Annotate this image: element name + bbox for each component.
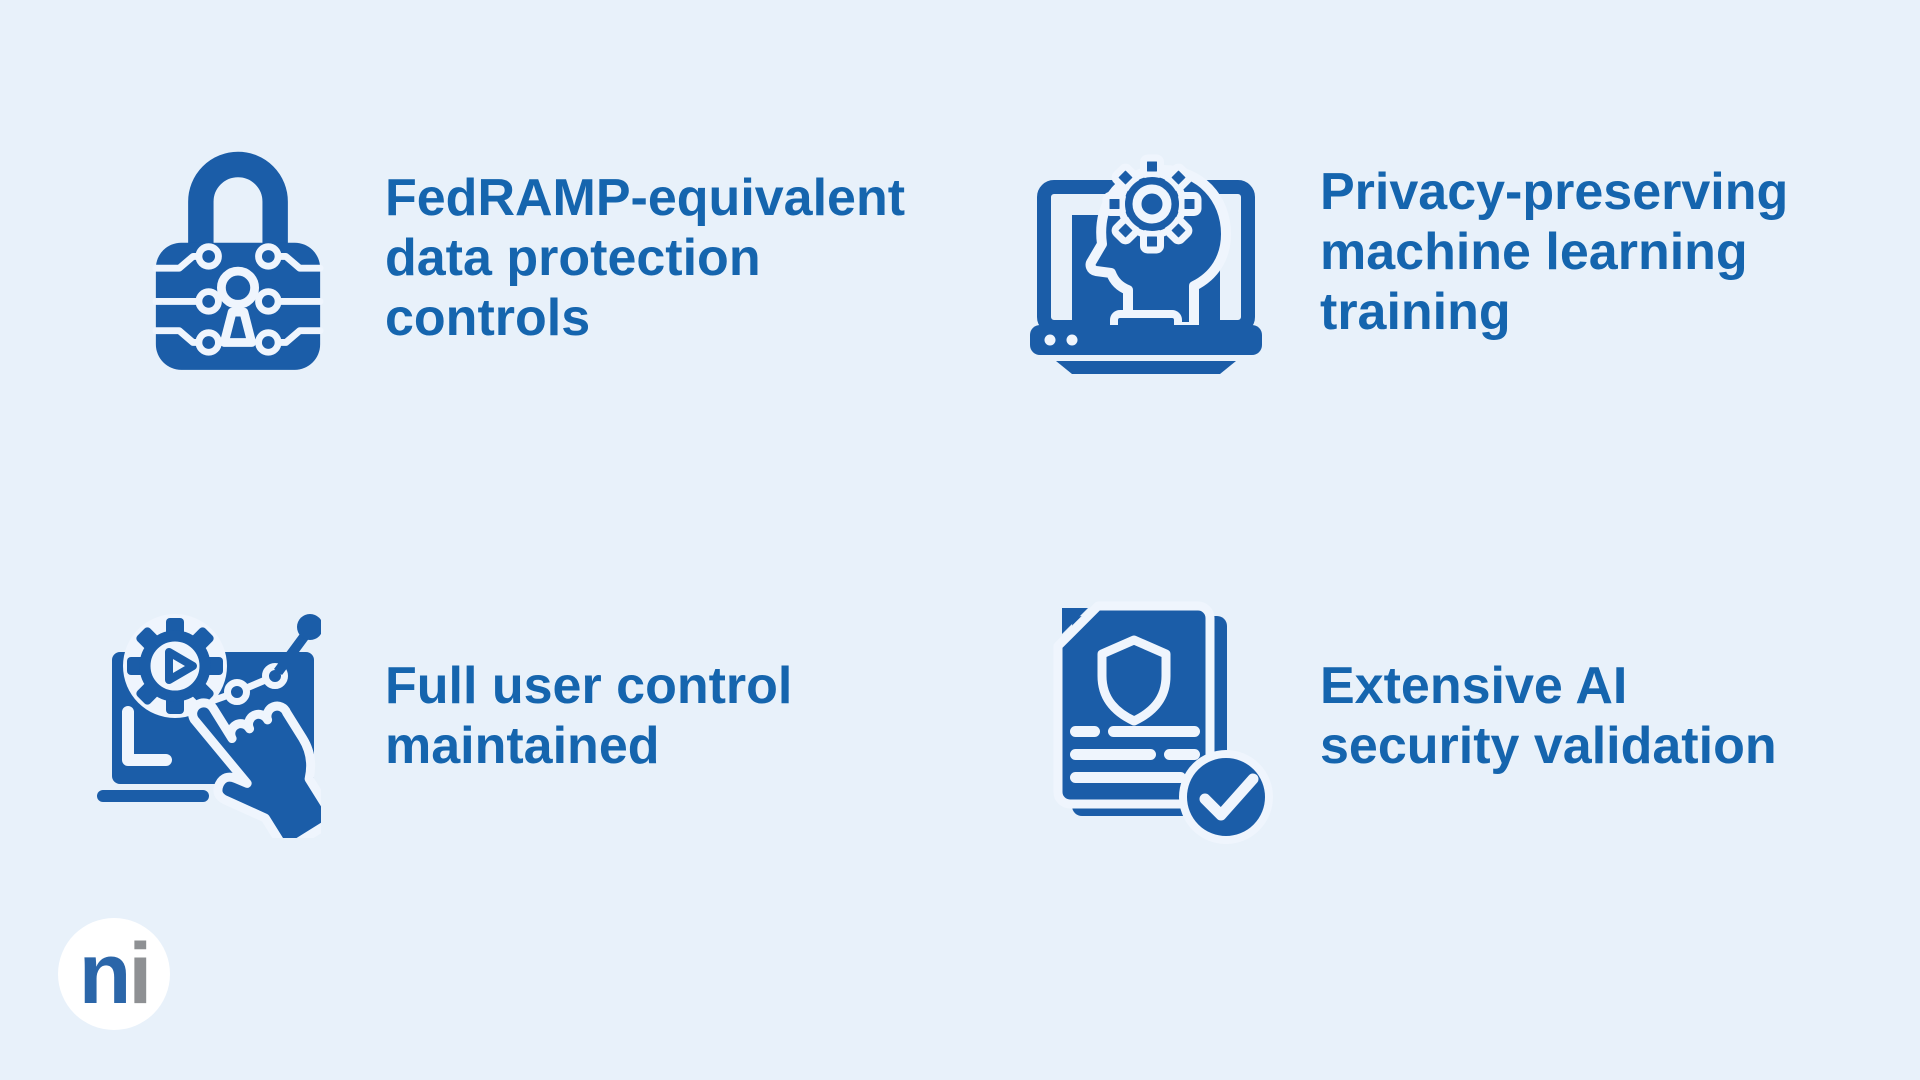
feature-line: Full user control [385,657,793,715]
user-control-hand-icon [97,602,321,838]
feature-title: Privacy-preserving machine learning trai… [1320,162,1788,342]
feature-line: maintained [385,717,660,775]
logo-letter-n: n [78,926,132,1022]
gear-glyph [1102,154,1202,254]
feature-line: Extensive AI [1320,657,1628,715]
pointing-hand [188,698,321,838]
circuit-lock-icon [150,133,326,373]
ai-head-laptop-icon [1030,126,1262,376]
shield-outline [1097,635,1171,726]
feature-title: Full user control maintained [385,656,792,776]
feature-line: machine learning [1320,223,1748,281]
feature-line: training [1320,283,1511,341]
check-badge [1179,750,1273,844]
laptop-base [1030,325,1262,374]
text-lines [1070,726,1200,783]
feature-line: controls [385,289,591,347]
lock-shackle [188,151,288,245]
feature-line: security validation [1320,717,1777,775]
feature-title: FedRAMP-equivalent data protection contr… [385,168,905,348]
keyhole [216,266,260,347]
feature-line: data protection [385,229,761,287]
circuit-traces [152,243,324,356]
feature-line: Privacy-preserving [1320,163,1789,221]
feature-title: Extensive AI security validation [1320,656,1777,776]
chart-line [207,614,321,706]
security-validation-doc-icon [1052,600,1278,846]
folded-corner [1062,608,1088,634]
logo-letter-i: i [128,926,152,1022]
play-gear-glyph [123,614,227,718]
feature-line: FedRAMP-equivalent [385,169,906,227]
